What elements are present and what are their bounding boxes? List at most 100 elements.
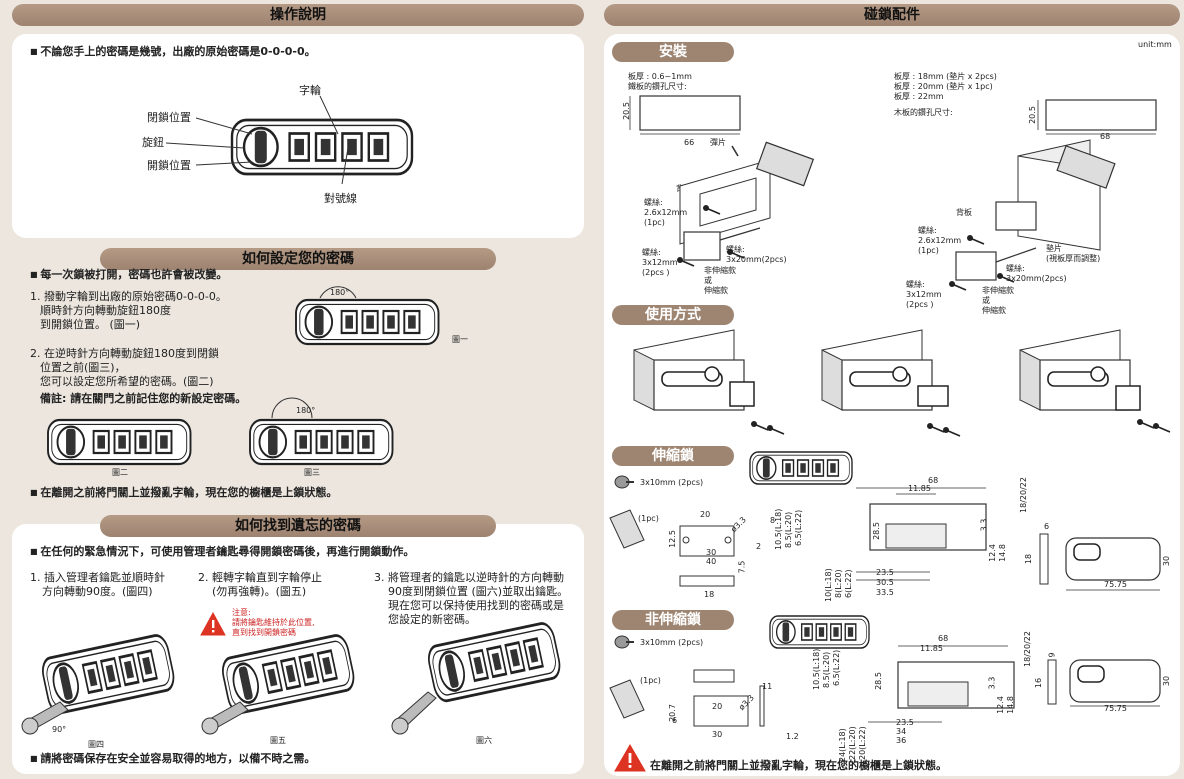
install-right-screw2-c: (2pcs ) [906, 300, 934, 309]
figure-1-degree: 180° [330, 288, 350, 297]
figure-6-lock [391, 620, 564, 735]
nonext-dim-6: 6 [672, 716, 678, 725]
ext-dim-23-5: 23.5 [876, 568, 894, 577]
install-right-shim-b: (視板厚而調整) [1046, 254, 1101, 263]
set-step2-line2: 位置之前(圖三)， [40, 361, 126, 374]
install-left-screw2-a: 螺絲: [642, 248, 661, 257]
install-right-screw3-b: 3x20mm(2pcs) [1006, 274, 1067, 283]
install-right-type-c: 伸縮款 [982, 306, 1006, 315]
install-left-type-c: 伸縮款 [704, 286, 728, 295]
keep-password-note: 請將密碼保存在安全並容易取得的地方，以備不時之需。 [30, 752, 315, 766]
non-extendable-lock-title: 非伸縮鎖 [612, 610, 734, 630]
install-right-screw1-b: 2.6x12mm [918, 236, 962, 245]
ext-dim-30b: 30 [1162, 555, 1172, 567]
extendable-parts [609, 509, 735, 587]
nonext-dim-14-8: 14.8 [1005, 696, 1015, 714]
nonext-v4: 24(L:18) [838, 728, 847, 762]
warning-note-line2: 請將鑰匙維持於此位置, [232, 618, 315, 627]
install-left-screw2-b: 3x12mm [642, 258, 678, 267]
set-step2-line3: 您可以設定您所希望的密碼。(圖二) [40, 375, 214, 388]
nonext-dim-11-85: 11.85 [920, 644, 943, 653]
figure-4-degree: 90° [52, 725, 67, 734]
install-left-hole-rect [629, 95, 741, 135]
figure-1-lock [294, 286, 440, 346]
install-right-hole-rect [1037, 99, 1157, 135]
figure-2-caption: 圖二 [112, 468, 128, 477]
install-right-thickness-2: 板厚 : 20mm (墊片 x 1pc) [894, 82, 993, 91]
set-remark: 備註: 請在關門之前記住您的新設定密碼。 [40, 392, 247, 405]
extendable-lock-photo [749, 451, 853, 485]
non-extendable-section-drawing [868, 645, 1015, 723]
dial-label: 字輪 [299, 84, 321, 97]
set-step2-line1: 2. 在逆時針方向轉動旋鈕180度到閉鎖 [30, 347, 219, 360]
screw-icon [614, 475, 634, 489]
set-password-banner: 如何設定您的密碼 [100, 248, 496, 270]
lost-step1-line1: 1. 插入管理者鑰匙並順時針 [30, 571, 165, 584]
ext-v3: 6.5(L:22) [794, 509, 803, 546]
ext-dim-33-5: 33.5 [876, 588, 894, 597]
install-right-screw2-a: 螺絲: [906, 280, 925, 289]
set-step1-line1: 1. 撥動字輪到出廠的原始密碼0-0-0-0。 [30, 290, 227, 303]
install-right-hole-width: 68 [1100, 132, 1111, 141]
non-extendable-parts [609, 669, 765, 727]
nonext-dim-68: 68 [938, 634, 949, 643]
lost-step3-line4: 您設定的新密碼。 [388, 613, 476, 626]
lost-password-banner: 如何找到遺忘的密碼 [100, 515, 496, 537]
non-extendable-pc: (1pc) [640, 676, 661, 685]
ext-v5: 8(L:20) [834, 569, 843, 598]
warning-note-line3: 直到找到開鎖密碼 [232, 628, 296, 637]
install-right-screw2-b: 3x12mm [906, 290, 942, 299]
install-right-thickness-1: 板厚 : 18mm (墊片 x 2pcs) [894, 72, 997, 81]
nonext-v1: 10.5(L:18) [812, 648, 821, 690]
figure-4-lock [21, 632, 178, 735]
install-left-spring: 彈片 [710, 138, 726, 147]
install-right-thickness-3: 板厚 : 22mm [894, 92, 944, 101]
align-line-label: 對號線 [324, 192, 357, 205]
ext-v1: 10.5(L:18) [774, 508, 783, 550]
figure-3-lock [248, 397, 394, 466]
ext-dim-14-8: 14.8 [997, 544, 1007, 562]
figure-4-caption: 圖四 [88, 740, 104, 749]
set-note-2: 在離開之前將門關上並撥亂字輪，現在您的櫥櫃是上鎖狀態。 [30, 486, 337, 500]
non-extendable-screw: 3x10mm (2pcs) [640, 638, 704, 647]
intro-text: 不論您手上的密碼是幾號，出廠的原始密碼是0-0-0-0。 [30, 45, 315, 59]
nonext-v3: 6.5(L:22) [832, 649, 841, 686]
lock-position-label: 閉鎖位置 [147, 111, 191, 124]
ext-dim-75-75: 75.75 [1104, 580, 1127, 589]
install-left-exploded [676, 141, 815, 267]
nonext-dim-11: 11 [762, 682, 773, 691]
extendable-screw: 3x10mm (2pcs) [640, 478, 704, 487]
screw-icon-2 [614, 635, 634, 649]
nonext-v6: 20(L:22) [858, 726, 867, 760]
ext-dim-7-5: 7.5 [737, 560, 747, 574]
install-left-screw1-a: 螺絲: [644, 198, 663, 207]
install-right-hole-label: 木板的鑽孔尺寸: [894, 108, 953, 117]
nonext-dim-36: 36 [896, 736, 907, 745]
install-left-screw1-c: (1pc) [644, 218, 665, 227]
figure-5-caption: 圖五 [270, 736, 286, 745]
ext-dim-28-5: 28.5 [871, 522, 881, 540]
set-note-1: 每一次鎖被打開，密碼也許會被改變。 [30, 268, 227, 282]
ext-v6: 6(L:22) [844, 569, 853, 598]
lost-step2-line1: 2. 輕轉字輪直到字輪停止 [198, 571, 322, 584]
warning-triangle-icon [200, 611, 226, 636]
install-left-type-a: 非伸縮款 [704, 266, 736, 275]
nonext-dim-30b: 30 [1162, 675, 1172, 687]
lost-step3-line3: 現在您可以保持使用找到的密碼或是 [388, 599, 564, 612]
warning-triangle-icon-2 [614, 743, 646, 772]
install-right-screw3-a: 螺絲: [1006, 264, 1025, 273]
install-left-screw3-a: 螺絲: [726, 245, 745, 254]
install-left-screw2-c: (2pcs ) [642, 268, 670, 277]
extendable-side-drawing [1039, 533, 1161, 591]
operation-title-banner: 操作說明 [12, 4, 584, 26]
install-left-hole-height: 20.5 [621, 102, 631, 120]
ext-dim-18b: 18 [1024, 553, 1034, 565]
extendable-section-drawing [856, 487, 987, 581]
ext-dim-18: 18 [704, 590, 715, 599]
lost-step3-line2: 90度到閉鎖位置 (圖六)並取出鑰匙。 [388, 585, 569, 598]
figure-6-caption: 圖六 [476, 736, 492, 745]
closing-warning: 在離開之前將門關上並撥亂字輪，現在您的櫥櫃是上鎖狀態。 [650, 759, 947, 772]
set-step1-line2: 順時針方向轉動旋鈕180度 [40, 304, 171, 317]
ext-dim-12-5: 12.5 [667, 530, 677, 548]
nonext-dim-28-5: 28.5 [873, 672, 883, 690]
